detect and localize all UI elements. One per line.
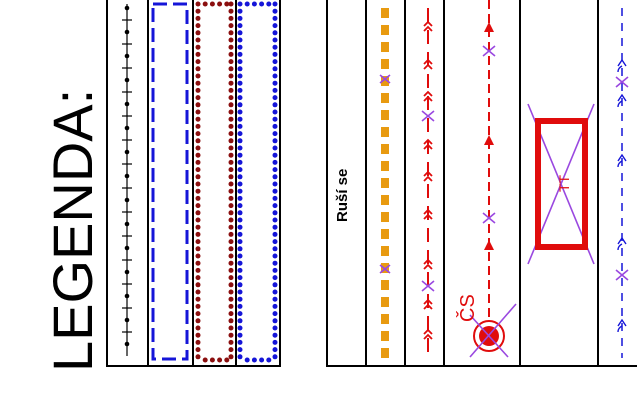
orange-cancel-x-icon bbox=[379, 74, 391, 274]
darkred-dotted-rect-icon bbox=[195, 1, 234, 363]
black-dot-tick-line-icon bbox=[122, 4, 132, 356]
blue-dashed-rect-icon bbox=[151, 2, 189, 361]
right-legend-block: ČS TT bbox=[326, 0, 637, 367]
blue-dotted-rect-icon bbox=[237, 1, 278, 363]
transformer-label: TT bbox=[556, 174, 572, 192]
red-dash-arrow-line-icon bbox=[421, 8, 435, 358]
blue-dashed-hook-line-icon bbox=[615, 8, 629, 358]
station-label: ČS bbox=[456, 294, 479, 322]
station-symbol-icon: ČS bbox=[456, 294, 517, 358]
red-dashdot-arrow-line-icon bbox=[482, 0, 496, 320]
left-legend-block bbox=[106, 0, 281, 367]
transformer-symbol-icon: TT bbox=[527, 103, 595, 265]
